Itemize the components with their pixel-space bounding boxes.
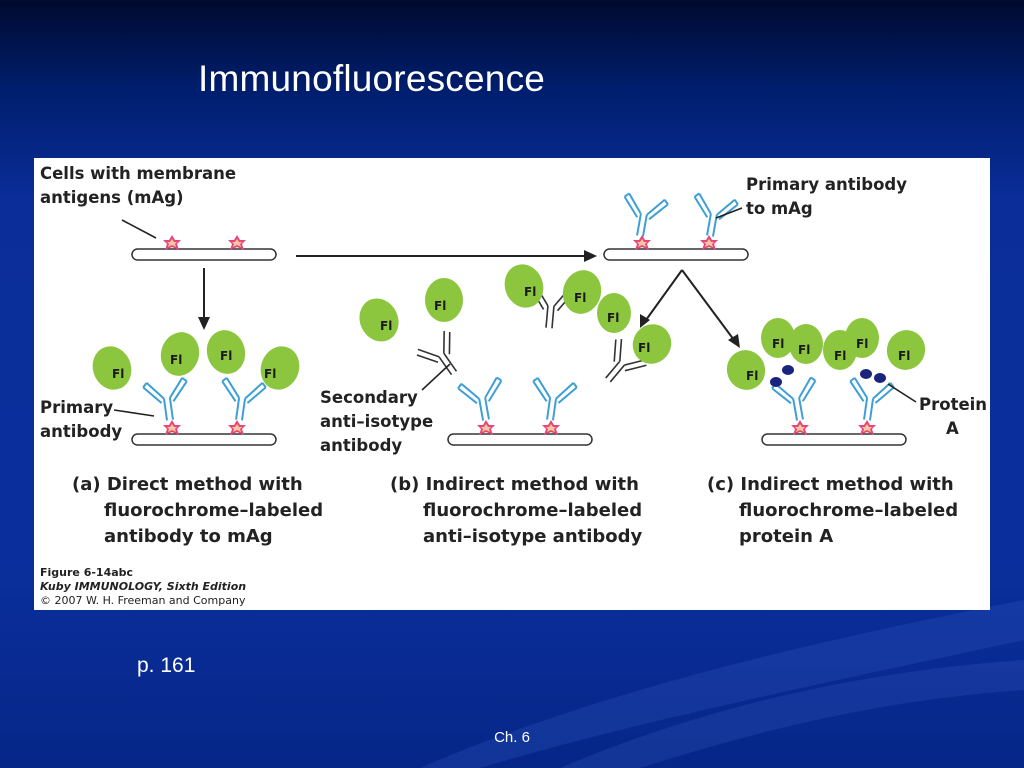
primary-antibody-label: Primary antibody — [40, 398, 122, 441]
arrow-branch — [640, 269, 740, 348]
svg-text:Fl: Fl — [220, 349, 232, 363]
svg-text:Kuby IMMUNOLOGY, Sixth Edition: Kuby IMMUNOLOGY, Sixth Edition — [40, 580, 246, 593]
svg-text:(b) Indirect method with: (b) Indirect method with — [390, 474, 639, 495]
svg-text:Protein: Protein — [919, 395, 987, 414]
cell-membrane-top-right — [603, 191, 749, 261]
svg-text:Fl: Fl — [607, 311, 619, 325]
svg-text:antibody: antibody — [320, 436, 402, 455]
svg-text:fluorochrome–labeled: fluorochrome–labeled — [104, 500, 323, 521]
svg-text:Fl: Fl — [746, 369, 758, 383]
svg-text:Primary antibody: Primary antibody — [746, 175, 907, 194]
panel-b-caption: (b) Indirect method with fluorochrome–la… — [390, 474, 643, 547]
cells-label: Cells with membrane antigens (mAg) — [40, 164, 236, 207]
svg-text:anti–isotype: anti–isotype — [320, 412, 433, 431]
cell-membrane-top-left — [131, 235, 277, 261]
svg-text:Fl: Fl — [898, 349, 910, 363]
svg-text:antigens (mAg): antigens (mAg) — [40, 188, 184, 207]
svg-text:Figure 6-14abc: Figure 6-14abc — [40, 566, 133, 579]
svg-text:fluorochrome–labeled: fluorochrome–labeled — [423, 500, 642, 521]
svg-text:A: A — [946, 419, 959, 438]
svg-text:Fl: Fl — [170, 353, 182, 367]
svg-text:© 2007 W. H. Freeman and Compa: © 2007 W. H. Freeman and Company — [40, 594, 246, 607]
svg-text:anti–isotype antibody: anti–isotype antibody — [423, 526, 643, 547]
slide-footer: Ch. 6 — [494, 729, 530, 746]
panel-c-diagram: Fl Fl Fl Fl Fl Fl — [726, 318, 926, 446]
svg-text:Fl: Fl — [856, 337, 868, 351]
panel-c-caption: (c) Indirect method with fluorochrome–la… — [707, 474, 958, 547]
secondary-antibody-label: Secondary anti–isotype antibody — [320, 388, 433, 455]
svg-text:Primary: Primary — [40, 398, 113, 417]
panel-a-caption: (a) Direct method with fluorochrome–labe… — [72, 474, 323, 547]
svg-text:fluorochrome–labeled: fluorochrome–labeled — [739, 500, 958, 521]
panel-b-diagram: Fl Fl Fl Fl Fl Fl — [359, 264, 672, 446]
svg-text:to mAg: to mAg — [746, 199, 813, 218]
svg-text:Fl: Fl — [264, 367, 276, 381]
figure-caption: Figure 6-14abc Kuby IMMUNOLOGY, Sixth Ed… — [40, 566, 246, 607]
page-reference: p. 161 — [137, 654, 196, 677]
arrow-down — [198, 268, 210, 330]
svg-text:protein A: protein A — [739, 526, 833, 547]
figure-panel: Cells with membrane antigens (mAg) Prima… — [34, 158, 990, 610]
svg-text:Fl: Fl — [380, 319, 392, 333]
svg-text:antibody to mAg: antibody to mAg — [104, 526, 273, 547]
svg-text:Fl: Fl — [834, 349, 846, 363]
svg-text:Fl: Fl — [434, 299, 446, 313]
svg-text:(c) Indirect method with: (c) Indirect method with — [707, 474, 954, 495]
immunofluorescence-diagram: Cells with membrane antigens (mAg) Prima… — [40, 164, 987, 607]
arrow-right — [296, 250, 597, 262]
slide-title: Immunofluorescence — [198, 58, 546, 99]
svg-text:Fl: Fl — [574, 291, 586, 305]
svg-text:Fl: Fl — [798, 343, 810, 357]
svg-text:Fl: Fl — [112, 367, 124, 381]
panel-a-diagram: Fl Fl Fl Fl — [92, 330, 300, 446]
svg-text:Fl: Fl — [524, 285, 536, 299]
svg-text:Fl: Fl — [772, 337, 784, 351]
svg-text:Cells with membrane: Cells with membrane — [40, 164, 236, 183]
svg-text:Fl: Fl — [638, 341, 650, 355]
protein-a-label: Protein A — [919, 395, 987, 438]
svg-text:Secondary: Secondary — [320, 388, 418, 407]
svg-text:antibody: antibody — [40, 422, 122, 441]
primary-to-mag-label: Primary antibody to mAg — [746, 175, 907, 218]
svg-text:(a) Direct method with: (a) Direct method with — [72, 474, 303, 495]
